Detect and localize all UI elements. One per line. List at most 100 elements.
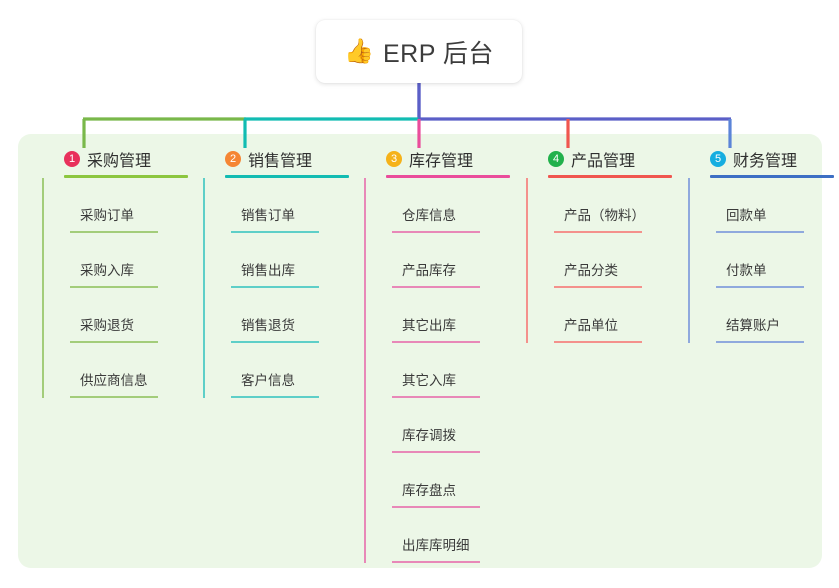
menu-item[interactable]: 供应商信息 bbox=[70, 343, 203, 398]
menu-item-label: 销售订单 bbox=[241, 208, 295, 223]
menu-item-label: 出库库明细 bbox=[402, 538, 470, 553]
category-title-5: 财务管理 bbox=[733, 153, 798, 170]
menu-item[interactable]: 产品分类 bbox=[554, 233, 687, 288]
menu-item-label: 仓库信息 bbox=[402, 208, 456, 223]
menu-item-underline bbox=[392, 396, 480, 398]
category-title-4: 产品管理 bbox=[571, 153, 636, 170]
category-header-2[interactable]: 2 销售管理 bbox=[203, 148, 364, 170]
menu-item-underline bbox=[392, 561, 480, 563]
category-header-3[interactable]: 3 库存管理 bbox=[364, 148, 525, 170]
menu-item-label: 销售出库 bbox=[241, 263, 295, 278]
category-underline-3 bbox=[386, 175, 510, 178]
menu-item-label: 产品（物料） bbox=[564, 208, 645, 223]
category-items-4: 产品（物料） 产品分类产品单位 bbox=[526, 178, 687, 343]
menu-item-label: 采购订单 bbox=[80, 208, 134, 223]
menu-item-underline bbox=[716, 286, 804, 288]
menu-item[interactable]: 其它出库 bbox=[392, 288, 525, 343]
menu-item-label: 采购退货 bbox=[80, 318, 134, 333]
menu-item-underline bbox=[392, 341, 480, 343]
menu-item-underline bbox=[392, 286, 480, 288]
menu-item[interactable]: 库存盘点 bbox=[392, 453, 525, 508]
menu-item-label: 回款单 bbox=[726, 208, 767, 223]
category-badge-4: 4 bbox=[548, 151, 564, 167]
category-header-5[interactable]: 5 财务管理 bbox=[688, 148, 839, 170]
menu-item-label: 销售退货 bbox=[241, 318, 295, 333]
category-column-4: 4 产品管理产品（物料） 产品分类产品单位 bbox=[526, 148, 687, 343]
menu-item-underline bbox=[554, 286, 642, 288]
menu-item[interactable]: 采购退货 bbox=[70, 288, 203, 343]
root-title: ERP 后台 bbox=[382, 39, 494, 68]
menu-item[interactable]: 结算账户 bbox=[716, 288, 839, 343]
root-node[interactable]: 👍 ERP 后台 bbox=[316, 20, 522, 83]
menu-item-label: 产品库存 bbox=[402, 263, 456, 278]
category-trunk-1 bbox=[42, 178, 44, 398]
menu-item-underline bbox=[554, 341, 642, 343]
menu-item[interactable]: 销售退货 bbox=[231, 288, 364, 343]
category-items-2: 销售订单销售出库销售退货客户信息 bbox=[203, 178, 364, 398]
menu-item-label: 付款单 bbox=[726, 263, 767, 278]
menu-item[interactable]: 采购订单 bbox=[70, 178, 203, 233]
category-title-1: 采购管理 bbox=[87, 153, 152, 170]
category-items-1: 采购订单采购入库采购退货供应商信息 bbox=[42, 178, 203, 398]
menu-item[interactable]: 库存调拨 bbox=[392, 398, 525, 453]
category-underline-4 bbox=[548, 175, 672, 178]
menu-item[interactable]: 销售订单 bbox=[231, 178, 364, 233]
menu-item[interactable]: 其它入库 bbox=[392, 343, 525, 398]
category-items-3: 仓库信息产品库存其它出库其它入库库存调拨库存盘点出库库明细 bbox=[364, 178, 525, 563]
menu-item-label: 其它出库 bbox=[402, 318, 456, 333]
menu-item-label: 供应商信息 bbox=[80, 373, 148, 388]
category-badge-5: 5 bbox=[710, 151, 726, 167]
menu-item[interactable]: 付款单 bbox=[716, 233, 839, 288]
category-trunk-4 bbox=[526, 178, 528, 343]
category-trunk-5 bbox=[688, 178, 690, 343]
category-title-2: 销售管理 bbox=[248, 153, 313, 170]
menu-item-label: 采购入库 bbox=[80, 263, 134, 278]
category-column-5: 5 财务管理回款单付款单结算账户 bbox=[688, 148, 839, 343]
menu-item[interactable]: 出库库明细 bbox=[392, 508, 525, 563]
menu-item-underline bbox=[70, 396, 158, 398]
menu-item-underline bbox=[392, 451, 480, 453]
menu-item[interactable]: 产品（物料） bbox=[554, 178, 687, 233]
menu-item-label: 产品单位 bbox=[564, 318, 618, 333]
category-column-2: 2 销售管理销售订单销售出库销售退货客户信息 bbox=[203, 148, 364, 398]
category-underline-2 bbox=[225, 175, 349, 178]
thumbs-up-icon: 👍 bbox=[344, 37, 374, 65]
menu-item-underline bbox=[716, 231, 804, 233]
menu-item-label: 产品分类 bbox=[564, 263, 618, 278]
menu-item-label: 客户信息 bbox=[241, 373, 295, 388]
category-trunk-3 bbox=[364, 178, 366, 563]
menu-item-label: 其它入库 bbox=[402, 373, 456, 388]
category-items-5: 回款单付款单结算账户 bbox=[688, 178, 839, 343]
category-column-3: 3 库存管理仓库信息产品库存其它出库其它入库库存调拨库存盘点出库库明细 bbox=[364, 148, 525, 563]
menu-item-underline bbox=[231, 396, 319, 398]
menu-item[interactable]: 客户信息 bbox=[231, 343, 364, 398]
category-title-3: 库存管理 bbox=[409, 153, 474, 170]
menu-item-underline bbox=[716, 341, 804, 343]
menu-item-underline bbox=[231, 231, 319, 233]
menu-item[interactable]: 销售出库 bbox=[231, 233, 364, 288]
category-trunk-2 bbox=[203, 178, 205, 398]
menu-item-label: 库存调拨 bbox=[402, 428, 456, 443]
menu-item-underline bbox=[70, 341, 158, 343]
category-badge-2: 2 bbox=[225, 151, 241, 167]
menu-item[interactable]: 产品单位 bbox=[554, 288, 687, 343]
category-badge-1: 1 bbox=[64, 151, 80, 167]
menu-item[interactable]: 回款单 bbox=[716, 178, 839, 233]
menu-item-label: 结算账户 bbox=[726, 318, 780, 333]
category-underline-5 bbox=[710, 175, 834, 178]
category-column-1: 1 采购管理采购订单采购入库采购退货供应商信息 bbox=[42, 148, 203, 398]
menu-item-underline bbox=[70, 286, 158, 288]
menu-item-label: 库存盘点 bbox=[402, 483, 456, 498]
menu-item[interactable]: 采购入库 bbox=[70, 233, 203, 288]
menu-item-underline bbox=[231, 341, 319, 343]
menu-item[interactable]: 仓库信息 bbox=[392, 178, 525, 233]
menu-item-underline bbox=[554, 231, 642, 233]
root-node-content: 👍 ERP 后台 bbox=[344, 34, 494, 70]
category-badge-3: 3 bbox=[386, 151, 402, 167]
category-header-4[interactable]: 4 产品管理 bbox=[526, 148, 687, 170]
category-header-1[interactable]: 1 采购管理 bbox=[42, 148, 203, 170]
menu-item[interactable]: 产品库存 bbox=[392, 233, 525, 288]
menu-item-underline bbox=[70, 231, 158, 233]
